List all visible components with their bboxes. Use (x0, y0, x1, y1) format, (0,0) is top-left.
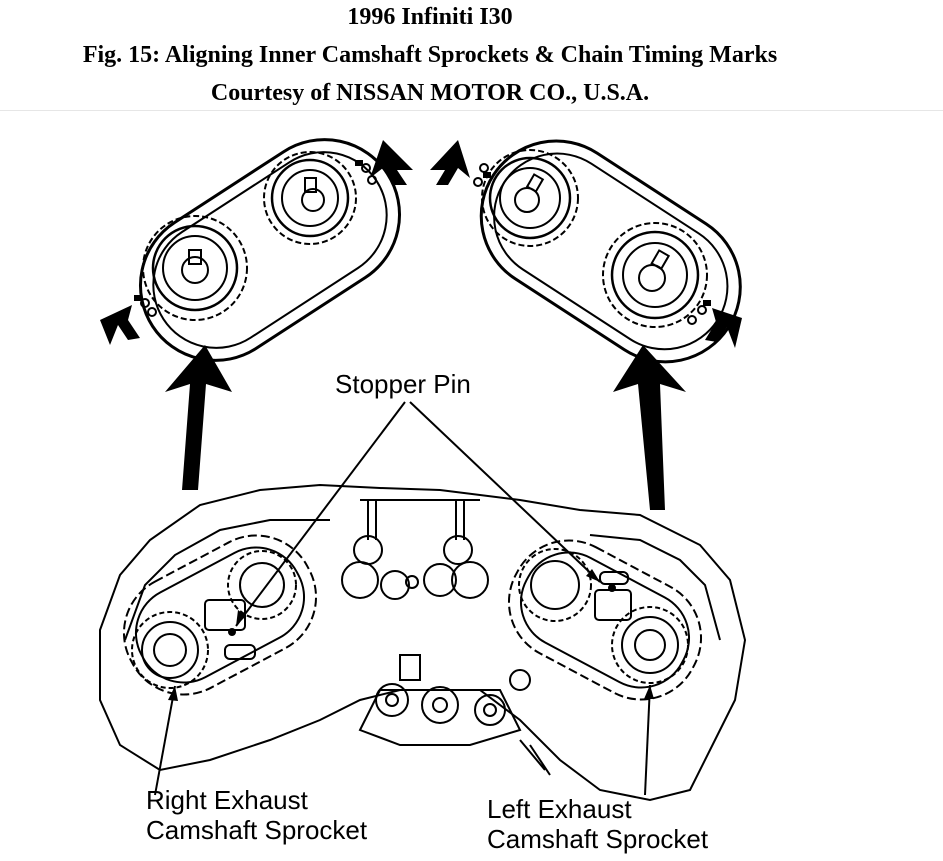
stopper-pin-label: Stopper Pin (335, 369, 471, 399)
up-arrow-icon (165, 345, 686, 510)
left-bank-detail (473, 139, 742, 364)
leader-lines (154, 401, 651, 796)
left-exhaust-label-line2: Camshaft Sprocket (487, 824, 709, 854)
sprocket-left-upper (263, 151, 357, 245)
courtesy-line: Courtesy of NISSAN MOTOR CO., U.S.A. (210, 80, 650, 106)
left-exhaust-label-line1: Left Exhaust (487, 794, 632, 824)
sprocket-right-lower (602, 222, 708, 328)
sprocket-right-upper (481, 149, 579, 247)
right-exhaust-label-line2: Camshaft Sprocket (146, 815, 368, 845)
figure-title: Fig. 15: Aligning Inner Camshaft Sprocke… (82, 42, 778, 68)
right-exhaust-label-line1: Right Exhaust (146, 785, 309, 815)
vehicle-title: 1996 Infiniti I30 (347, 4, 513, 30)
sprocket-left-lower (142, 215, 248, 321)
timing-mark-arrow-icon (100, 140, 742, 348)
engine-front-view (99, 483, 747, 802)
header-divider (0, 110, 943, 111)
